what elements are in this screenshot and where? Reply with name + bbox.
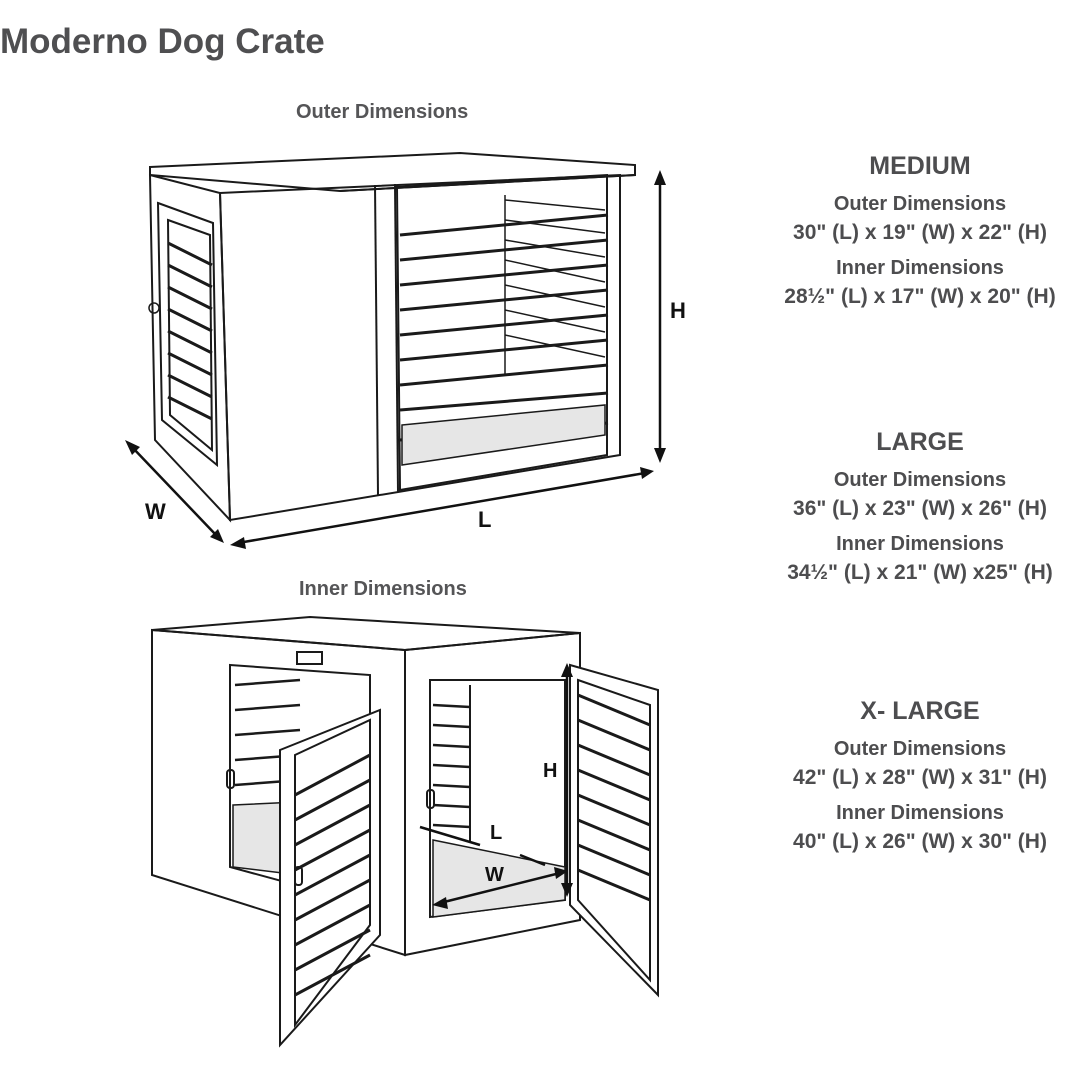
inner-dimensions-label: Inner Dimensions: [836, 257, 1004, 279]
size-name: X- LARGE: [860, 697, 980, 725]
outer-dimensions-value: 42" (L) x 28" (W) x 31" (H): [793, 766, 1047, 789]
outer-length-label: L: [478, 507, 491, 532]
inner-dimensions-caption: Inner Dimensions: [299, 578, 467, 600]
inner-crate-illustration: H W L: [151, 615, 659, 1048]
inner-length-label: L: [490, 822, 502, 844]
inner-height-label: H: [543, 760, 557, 782]
inner-dimensions-label: Inner Dimensions: [836, 533, 1004, 555]
inner-dimensions-label: Inner Dimensions: [836, 802, 1004, 824]
size-spec-x-large: X- LARGE Outer Dimensions 42" (L) x 28" …: [760, 697, 1075, 864]
outer-width-label: W: [145, 499, 166, 524]
size-name: LARGE: [876, 428, 964, 456]
outer-dimensions-caption: Outer Dimensions: [296, 101, 469, 123]
size-name: MEDIUM: [869, 152, 971, 180]
inner-dimensions-value: 34½" (L) x 21" (W) x25" (H): [787, 561, 1053, 584]
outer-dimensions-label: Outer Dimensions: [833, 469, 1007, 491]
outer-dimensions-value: 36" (L) x 23" (W) x 26" (H): [793, 497, 1047, 520]
size-spec-medium: MEDIUM Outer Dimensions 30" (L) x 19" (W…: [760, 152, 1075, 319]
outer-dimensions-label: Outer Dimensions: [833, 193, 1007, 215]
size-spec-large: LARGE Outer Dimensions 36" (L) x 23" (W)…: [760, 428, 1075, 595]
outer-height-label: H: [670, 298, 686, 323]
outer-dimensions-value: 30" (L) x 19" (W) x 22" (H): [793, 221, 1047, 244]
inner-dimensions-value: 40" (L) x 26" (W) x 30" (H): [793, 830, 1047, 853]
outer-crate-illustration: H W L: [125, 151, 686, 549]
inner-width-label: W: [485, 864, 504, 886]
outer-dimensions-label: Outer Dimensions: [833, 738, 1007, 760]
inner-dimensions-value: 28½" (L) x 17" (W) x 20" (H): [784, 285, 1056, 308]
page-title: Moderno Dog Crate: [0, 22, 325, 61]
